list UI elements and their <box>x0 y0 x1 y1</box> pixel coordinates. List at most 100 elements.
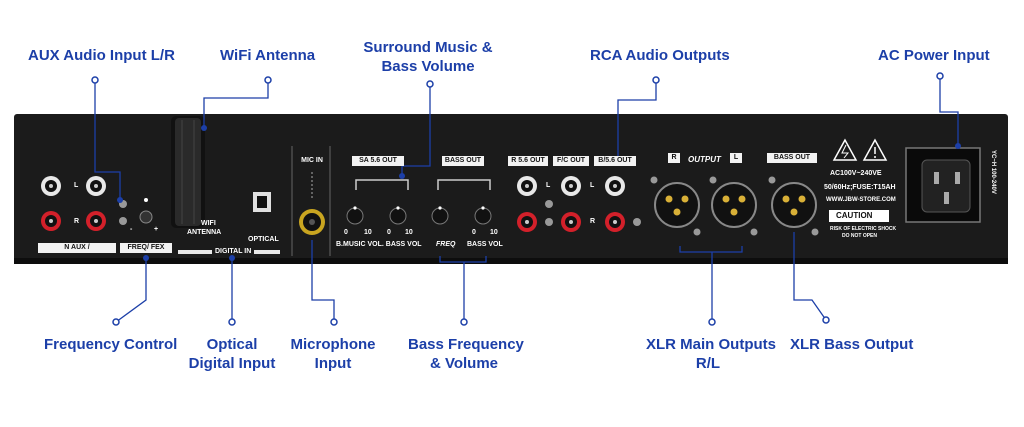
screw <box>545 218 553 226</box>
knob-0-label: 0 <box>472 229 476 236</box>
callout-mic-line2: Input <box>314 355 352 372</box>
callout-xlr-main-line1: XLR Main Outputs <box>646 336 776 353</box>
aux-rca-l2-jack <box>86 176 106 196</box>
rca-b56-out-bottom <box>605 212 625 232</box>
callout-leader-lines <box>94 76 959 323</box>
fc-out-label: F/C OUT <box>553 156 589 166</box>
screw <box>545 200 553 208</box>
aux-rca-l-jack <box>41 176 61 196</box>
digital-in-label: DIGITAL IN <box>212 248 255 255</box>
bass-out-xlr-label: BASS OUT <box>767 153 817 163</box>
caution-sub1-label: RISK OF ELECTRIC SHOCK <box>830 226 897 232</box>
optical-port <box>253 192 271 212</box>
screw <box>709 176 717 184</box>
caution-label: CAUTION <box>836 211 873 220</box>
knob-10-label: 10 <box>364 229 372 236</box>
callout-microphone-input: Microphone Input <box>290 335 376 373</box>
freq-fex-knob <box>139 198 153 224</box>
bass-freq-knob <box>431 206 449 225</box>
rca-r56-out-top <box>517 176 537 196</box>
screw <box>768 176 776 184</box>
rca-l-label: L <box>546 182 551 189</box>
wifi-label: WIFI <box>201 220 216 227</box>
knob-10-label: 10 <box>490 229 498 236</box>
screw <box>633 218 641 226</box>
freq-fex-label: FREQ/ FEX <box>120 243 172 253</box>
bass-vol-knob-left <box>389 206 407 225</box>
aux-rca-r-jack <box>41 211 61 231</box>
callout-optical-line2: Digital Input <box>188 355 276 372</box>
callout-surround-line2: Bass Volume <box>381 58 475 75</box>
screw <box>811 228 819 236</box>
sa-out-label: SA 5.6 OUT <box>352 156 404 166</box>
callout-optical-input: Optical Digital Input <box>186 335 278 373</box>
rca-fc-out-bottom <box>561 212 581 232</box>
knob-plus-label: + <box>154 226 159 233</box>
callout-xlr-bass-output: XLR Bass Output <box>790 336 914 353</box>
optical-label: OPTICAL <box>248 236 279 243</box>
callout-bass-freq-line2: & Volume <box>429 355 499 372</box>
callout-aux-input: AUX Audio Input L/R <box>28 47 175 64</box>
bass-vol-label: BASS VOL <box>467 241 503 248</box>
callout-xlr-main-outputs: XLR Main Outputs R/L <box>646 335 776 373</box>
knob-minus-label: - <box>130 226 133 233</box>
r56-out-label: R 5.6 OUT <box>508 156 548 166</box>
xlr-main-output-r <box>654 182 700 228</box>
aux-rca-r2-jack <box>86 211 106 231</box>
aux-l-label: L <box>74 182 79 189</box>
xlr-bass-output <box>771 182 817 228</box>
caution-sub2-label: DO NOT OPEN <box>842 233 878 239</box>
knob-10-label: 10 <box>405 229 413 236</box>
output-label: OUTPUT <box>688 155 721 164</box>
aux-strip-label: N AUX / <box>38 243 116 253</box>
callout-wifi-antenna: WiFi Antenna <box>220 47 316 64</box>
mic-in-jack <box>299 209 325 235</box>
screw <box>750 228 758 236</box>
rca-r-label: R <box>590 218 596 225</box>
callout-surround-line1: Surround Music & <box>363 39 493 56</box>
warning-exclamation-icon <box>862 138 888 161</box>
ac-spec-label: AC100V~240VE <box>830 170 882 177</box>
callout-frequency-control: Frequency Control <box>44 336 178 353</box>
callout-surround-volume: Surround Music & Bass Volume <box>355 38 501 76</box>
aux-r-label: R <box>74 218 80 225</box>
knob-0-label: 0 <box>387 229 391 236</box>
rca-l-label: L <box>590 182 595 189</box>
rca-r56-out-bottom <box>517 212 537 232</box>
bmusic-vol-label: B.MUSIC VOL. BASS VOL <box>336 241 422 248</box>
mic-in-label: MIC IN <box>296 156 328 166</box>
callout-optical-line1: Optical <box>206 336 258 353</box>
output-l-label: L <box>730 153 742 163</box>
callout-mic-line1: Microphone <box>290 336 376 353</box>
freq-fuse-label: 50/60Hz;FUSE:T15AH <box>824 184 896 191</box>
b56-out-label: B/5.6 OUT <box>594 156 636 166</box>
ac-power-inlet <box>905 147 981 223</box>
callout-endpoints <box>91 72 944 326</box>
callout-target-dots <box>117 125 961 261</box>
caution-box <box>829 210 889 222</box>
freq-label: FREQ <box>436 241 456 248</box>
bass-out-top-label: BASS OUT <box>442 156 484 166</box>
callout-bass-frequency-volume: Bass Frequency & Volume <box>408 335 524 373</box>
output-r-label: R <box>668 153 680 163</box>
knob-0-label: 0 <box>344 229 348 236</box>
bmusic-vol-knob <box>346 206 364 225</box>
xlr-main-output-l <box>711 182 757 228</box>
screw <box>119 217 127 225</box>
callout-ac-power: AC Power Input <box>878 47 990 64</box>
warning-lightning-icon <box>832 138 858 161</box>
callout-bass-freq-line1: Bass Frequency <box>408 336 524 353</box>
wifi-antenna <box>171 116 205 228</box>
rca-fc-out-top <box>561 176 581 196</box>
antenna-label: ANTENNA <box>187 229 222 236</box>
bass-vol-knob-right <box>474 206 492 225</box>
website-label: WWW.JBW-STORE.COM <box>826 197 896 203</box>
screw <box>650 176 658 184</box>
voltage-vertical-label: YC~H 100-240V <box>990 150 996 194</box>
screw <box>693 228 701 236</box>
callout-rca-outputs: RCA Audio Outputs <box>590 47 730 64</box>
rca-b56-out-top <box>605 176 625 196</box>
callout-xlr-main-line2: R/L <box>695 355 721 372</box>
panel-bottom-edge <box>14 258 1008 264</box>
